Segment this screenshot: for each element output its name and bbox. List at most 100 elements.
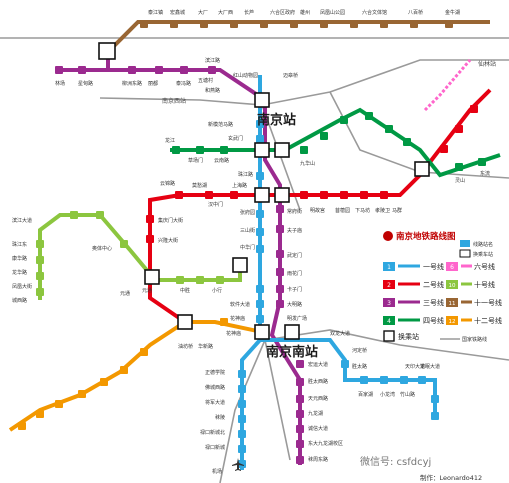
svg-text:十一号线: 十一号线 xyxy=(474,298,502,307)
svg-text:张府园: 张府园 xyxy=(240,209,255,216)
svg-text:河定桥: 河定桥 xyxy=(352,347,367,354)
svg-text:明发广场: 明发广场 xyxy=(287,315,307,322)
svg-text:金牛湖: 金牛湖 xyxy=(445,9,460,16)
line-11 xyxy=(106,20,490,54)
svg-text:竹山路: 竹山路 xyxy=(400,391,415,398)
line-10-labels: 小行 中胜 元通 奥体中心 滨江大道 珠江东 康华路 龙华路 凤凰大街 城西路 xyxy=(12,217,222,304)
svg-text:康华路: 康华路 xyxy=(12,255,27,262)
svg-text:一号线: 一号线 xyxy=(423,262,444,271)
svg-text:雄州: 雄州 xyxy=(300,9,310,16)
svg-text:禄口新城北: 禄口新城北 xyxy=(200,429,225,436)
svg-text:十号线: 十号线 xyxy=(474,280,495,289)
svg-text:六合区政府: 六合区政府 xyxy=(270,9,295,16)
svg-text:下马坊: 下马坊 xyxy=(355,207,370,214)
legend-keys: 线路站名 换乘车站 国家铁路线 xyxy=(440,240,493,343)
legend-line-3: 3 三号线 xyxy=(383,298,444,307)
svg-text:孝陵卫: 孝陵卫 xyxy=(375,207,390,214)
line-3 xyxy=(55,52,304,465)
svg-text:将军大道: 将军大道 xyxy=(205,399,225,406)
svg-text:武定门: 武定门 xyxy=(287,252,302,259)
svg-text:泰冯路: 泰冯路 xyxy=(176,80,191,87)
svg-text:天元西路: 天元西路 xyxy=(308,395,328,402)
line-12-labels: 油坊桥 华新路 花神庙 xyxy=(178,330,241,350)
svg-text:禄口新城: 禄口新城 xyxy=(205,444,225,451)
svg-text:大厂西: 大厂西 xyxy=(218,9,233,16)
legend-line-4: 4 四号线 xyxy=(383,316,444,325)
svg-text:兴隆大街: 兴隆大街 xyxy=(158,237,178,244)
svg-text:六合文体馆: 六合文体馆 xyxy=(362,9,387,16)
svg-text:三山街: 三山街 xyxy=(240,227,255,234)
line-3-south-labels: 常府街 夫子庙 武定门 雨花门 卡子门 大明路 明发广场 宏运大道 胜太西路 天… xyxy=(287,208,343,463)
svg-text:中华门: 中华门 xyxy=(240,244,255,251)
svg-text:龙华路: 龙华路 xyxy=(12,269,27,276)
line-4-labels: 龙江 草场门 云南路 九华山 灵山 东流 xyxy=(165,137,490,184)
svg-text:软件大道: 软件大道 xyxy=(230,301,250,308)
svg-text:三号线: 三号线 xyxy=(423,298,444,307)
svg-text:元通: 元通 xyxy=(120,290,130,297)
svg-text:林场: 林场 xyxy=(55,80,65,87)
svg-text:6: 6 xyxy=(450,264,454,271)
svg-text:滨江路: 滨江路 xyxy=(205,57,220,64)
svg-text:雨花门: 雨花门 xyxy=(287,270,302,277)
svg-text:3: 3 xyxy=(387,300,391,307)
credit-text: 制作：Leonardo412 xyxy=(420,473,482,482)
svg-text:双龙大道: 双龙大道 xyxy=(330,330,350,337)
svg-text:滨江大道: 滨江大道 xyxy=(12,217,32,224)
svg-text:明故宫: 明故宫 xyxy=(310,207,325,214)
svg-text:元通: 元通 xyxy=(142,287,152,294)
line-4 xyxy=(170,107,501,178)
legend-line-6: 6 六号线 xyxy=(446,262,495,271)
legend-title: 南京地铁路线图 xyxy=(383,231,456,242)
svg-text:线路站名: 线路站名 xyxy=(473,241,493,248)
svg-text:卡子门: 卡子门 xyxy=(287,286,302,293)
svg-text:龙眠大道: 龙眠大道 xyxy=(420,363,440,370)
svg-text:五塘村: 五塘村 xyxy=(198,77,213,84)
svg-text:四号线: 四号线 xyxy=(423,316,444,325)
svg-text:云锦路: 云锦路 xyxy=(160,180,175,187)
svg-text:1: 1 xyxy=(387,264,391,271)
svg-text:柳洲东路: 柳洲东路 xyxy=(122,80,142,87)
svg-text:宏鑫城: 宏鑫城 xyxy=(170,9,185,16)
svg-text:九龙湖: 九龙湖 xyxy=(308,410,323,417)
svg-text:中胜: 中胜 xyxy=(180,287,190,294)
svg-text:六号线: 六号线 xyxy=(474,262,495,271)
legend-line-2: 2 二号线 xyxy=(383,280,444,289)
airport-icon xyxy=(232,458,244,471)
svg-text:东流: 东流 xyxy=(480,170,490,177)
svg-text:玄武门: 玄武门 xyxy=(228,135,243,142)
line-10 xyxy=(36,211,242,300)
nanjingnan-station-label: 南京南站 xyxy=(266,344,318,360)
svg-text:秣周东路: 秣周东路 xyxy=(308,456,328,463)
svg-text:灵山: 灵山 xyxy=(455,177,465,184)
line-12 xyxy=(8,318,263,432)
svg-text:集庆门大街: 集庆门大街 xyxy=(158,217,183,224)
svg-text:和燕路: 和燕路 xyxy=(205,87,220,94)
svg-text:九华山: 九华山 xyxy=(300,160,315,167)
svg-text:汉中门: 汉中门 xyxy=(208,201,223,208)
svg-text:4: 4 xyxy=(387,318,391,325)
line-3-north-labels: 林场 星甸路 柳洲东路 丽都 泰冯路 滨江路 五塘村 红山动物园 迈皋桥 和燕路 xyxy=(55,57,298,94)
svg-text:二号线: 二号线 xyxy=(423,280,444,289)
transfer-stations xyxy=(98,42,430,340)
svg-text:国家铁路线: 国家铁路线 xyxy=(462,336,487,343)
line-1 xyxy=(238,75,439,470)
svg-text:大明路: 大明路 xyxy=(287,301,302,308)
svg-text:12: 12 xyxy=(449,319,456,325)
svg-text:丽都: 丽都 xyxy=(148,81,158,87)
svg-text:天印大道: 天印大道 xyxy=(405,363,425,370)
line-1-west-labels: 正德学院 佛城西路 将军大道 秣陵 禄口新城北 禄口新城 机场 xyxy=(200,369,225,475)
svg-text:秣陵: 秣陵 xyxy=(215,414,225,421)
legend-line-11: 11 十一号线 xyxy=(446,298,502,307)
svg-text:新模范马路: 新模范马路 xyxy=(208,121,233,128)
svg-text:胜太路: 胜太路 xyxy=(352,363,367,370)
svg-text:华新路: 华新路 xyxy=(198,343,213,350)
svg-text:东大九龙湖校区: 东大九龙湖校区 xyxy=(308,440,343,447)
svg-text:苜蓿园: 苜蓿园 xyxy=(335,207,350,214)
svg-text:正德学院: 正德学院 xyxy=(205,369,225,376)
line-11-labels: 泰江镇 宏鑫城 大厂 大厂西 长芦 六合区政府 雄州 凤凰山公园 六合文体馆 八… xyxy=(148,9,460,16)
line-6 xyxy=(423,59,472,112)
line-1-south-labels: 双龙大道 河定桥 胜太路 百家湖 小龙湾 竹山路 天印大道 龙眠大道 xyxy=(330,330,440,398)
line-1-north-labels: 新模范马路 玄武门 珠江路 张府园 三山街 中华门 软件大道 花神庙 xyxy=(208,121,255,322)
svg-text:10: 10 xyxy=(449,283,456,289)
svg-text:花神庙: 花神庙 xyxy=(230,315,245,322)
